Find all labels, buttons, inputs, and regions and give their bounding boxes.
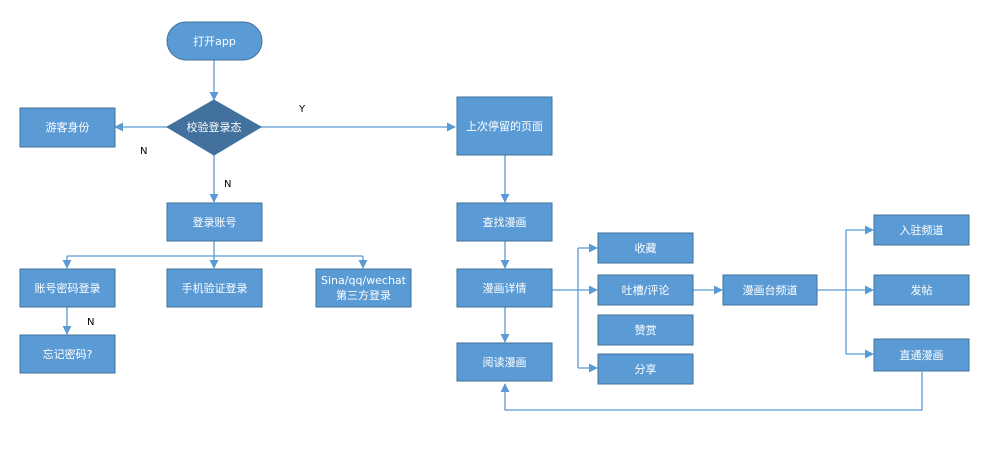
- node-check-login-label: 校验登录态: [187, 120, 242, 134]
- node-share[interactable]: 分享: [597, 353, 694, 385]
- node-pwd-login-label: 账号密码登录: [35, 281, 101, 295]
- edges: [62, 60, 923, 411]
- node-login-account[interactable]: 登录账号: [166, 202, 263, 242]
- node-phone-login-label: 手机验证登录: [182, 281, 248, 295]
- node-post-label: 发帖: [911, 283, 933, 297]
- node-reward-label: 赞赏: [635, 324, 657, 337]
- edge-labels: Y N N N: [87, 104, 306, 328]
- node-share-label: 分享: [635, 362, 657, 376]
- node-last-page[interactable]: 上次停留的页面: [456, 96, 553, 156]
- node-third-party-line1: Sina/qq/wechat: [321, 274, 407, 287]
- node-comic-detail-label: 漫画详情: [483, 281, 527, 295]
- node-join-channel-label: 入驻频道: [900, 223, 944, 237]
- node-guest[interactable]: 游客身份: [19, 107, 116, 148]
- node-login-account-label: 登录账号: [193, 215, 237, 229]
- edge-login-branch: [67, 241, 363, 257]
- node-comment[interactable]: 吐槽/评论: [597, 274, 694, 306]
- edge-label-no-forgot: N: [87, 317, 94, 328]
- node-direct-comic[interactable]: 直通漫画: [873, 338, 970, 372]
- nodes: 打开app 校验登录态 游客身份 上次停留的页面 登录账号 账号密码登录 手机验…: [19, 21, 970, 385]
- node-find-comic-label: 查找漫画: [483, 215, 527, 229]
- node-pwd-login[interactable]: 账号密码登录: [19, 268, 116, 308]
- node-post[interactable]: 发帖: [873, 274, 970, 306]
- node-open-app-label: 打开app: [193, 34, 236, 48]
- node-forgot-pwd-label: 忘记密码?: [43, 347, 93, 361]
- node-forgot-pwd[interactable]: 忘记密码?: [19, 334, 116, 374]
- node-find-comic[interactable]: 查找漫画: [456, 202, 553, 242]
- node-direct-comic-label: 直通漫画: [900, 348, 944, 362]
- node-channel-label: 漫画台频道: [743, 283, 798, 297]
- node-read-comic[interactable]: 阅读漫画: [456, 342, 553, 382]
- node-read-comic-label: 阅读漫画: [483, 355, 527, 369]
- edge-label-no-login: N: [224, 179, 231, 190]
- node-favorite-label: 收藏: [635, 241, 657, 255]
- node-phone-login[interactable]: 手机验证登录: [166, 268, 263, 308]
- node-comic-detail[interactable]: 漫画详情: [456, 268, 553, 308]
- node-check-login[interactable]: 校验登录态: [166, 99, 262, 156]
- node-last-page-label: 上次停留的页面: [466, 119, 543, 133]
- node-favorite[interactable]: 收藏: [597, 232, 694, 264]
- node-reward[interactable]: 赞赏: [597, 314, 694, 346]
- edge-label-yes: Y: [298, 104, 306, 115]
- node-comment-label: 吐槽/评论: [622, 283, 670, 297]
- node-channel[interactable]: 漫画台频道: [722, 274, 818, 306]
- node-join-channel[interactable]: 入驻频道: [873, 214, 970, 246]
- node-third-party-login[interactable]: Sina/qq/wechat 第三方登录: [315, 268, 412, 308]
- node-third-party-line2: 第三方登录: [336, 288, 391, 302]
- edge-label-no-guest: N: [140, 146, 147, 157]
- node-guest-label: 游客身份: [46, 120, 90, 134]
- node-open-app[interactable]: 打开app: [166, 21, 263, 61]
- edge-direct-to-read: [500, 372, 923, 411]
